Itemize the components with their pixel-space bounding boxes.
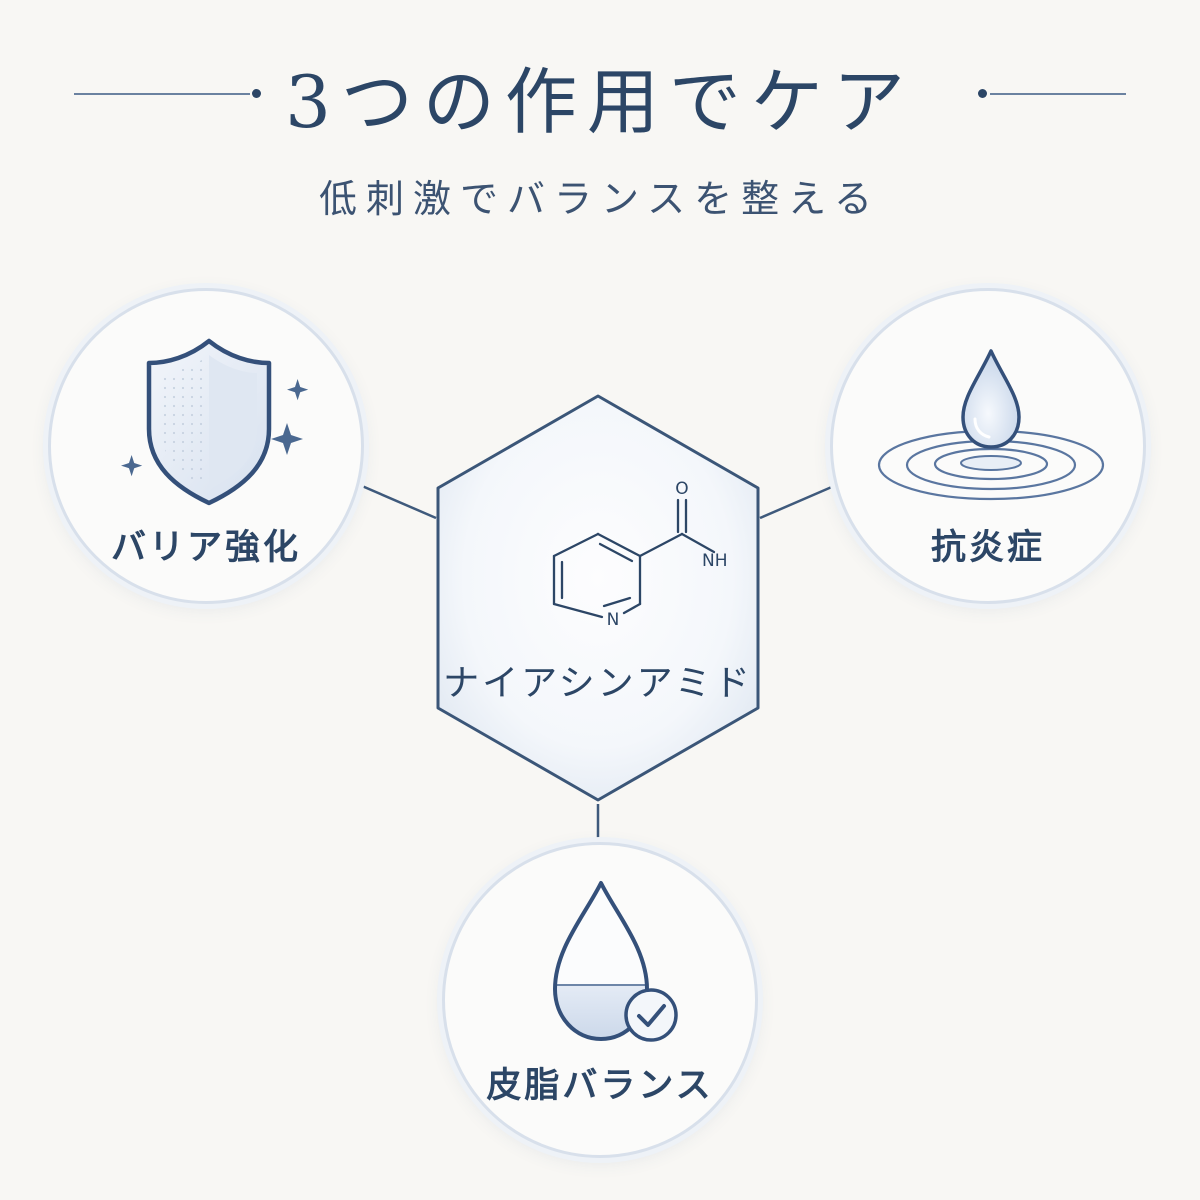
shield-icon [121,338,309,506]
effect-circle-barrier: バリア強化 [48,288,364,604]
effect-label-sebum: 皮脂バランス [486,1066,714,1106]
effect-label-inflammation: 抗炎症 [930,528,1045,568]
hexagon-frame [436,394,760,802]
niacinamide-hexagon: O NH2 N ナイアシンアミド [430,390,766,806]
niacinamide-structure: O NH2 N [552,479,726,630]
effect-circle-inflammation: 抗炎症 [830,288,1146,604]
niacinamide-label: ナイアシンアミド [443,663,753,704]
atom-amine: NH [702,551,726,571]
atom-oxygen: O [675,479,688,499]
title-dot-left [252,89,261,98]
page-title: 3つの作用でケア [285,60,915,144]
title-dot-right [978,89,987,98]
header: 3つの作用でケア 低刺激でバランスを整える [0,40,1200,240]
svg-text:NH2: NH2 [702,551,726,574]
atom-ring-nitrogen: N [607,610,620,630]
water-drop-ripple-icon [877,349,1105,501]
title-rule-left [74,93,250,95]
connector-barrier [361,484,437,520]
effect-label-barrier: バリア強化 [110,528,301,568]
connector-inflammation [759,484,835,520]
effect-circle-sebum: 皮脂バランス [442,842,758,1158]
page-subtitle: 低刺激でバランスを整える [318,177,882,221]
title-rule-right [990,93,1126,95]
half-filled-drop-check-icon [553,881,678,1042]
